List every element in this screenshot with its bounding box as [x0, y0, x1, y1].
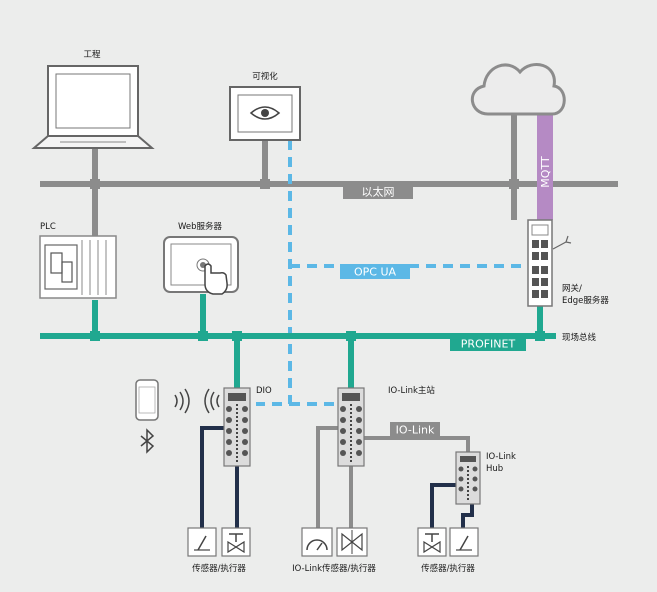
plc-label: PLC [40, 222, 56, 232]
smartphone-icon [135, 379, 159, 421]
hand-pointer-icon [204, 263, 228, 295]
laptop-icon [31, 65, 155, 149]
sensor-switch-icon-2 [449, 527, 479, 557]
sensor-actuator-label-2: 传感器/执行器 [421, 563, 475, 574]
wireless-signal-icon [174, 388, 220, 414]
cloud-icon [471, 63, 566, 116]
visualization-label: 可视化 [252, 71, 278, 82]
engineering-label: 工程 [83, 50, 101, 60]
valve-actuator-icon-2 [336, 527, 368, 557]
dio-sensor-cable [200, 426, 224, 528]
profinet-bus-tag [450, 336, 526, 351]
valve-actuator-icon-3 [417, 527, 447, 557]
dio-module [223, 387, 251, 467]
iolink-sensor-actuator-label: IO-Link传感器/执行器 [292, 563, 376, 574]
sensor-switch-icon-1 [187, 527, 217, 557]
mqtt-band [537, 114, 553, 220]
hub-sensor-cable [461, 503, 474, 528]
dio-label: DIO [256, 386, 272, 396]
plc-icon [39, 235, 117, 299]
iolink-master-cable-left [316, 426, 340, 528]
iolink-bus-tag [390, 422, 440, 437]
gateway-device-icon [527, 219, 553, 307]
ethernet-bus-tag [343, 184, 413, 199]
iolink-master-label: IO-Link主站 [388, 385, 435, 396]
antenna-icon [552, 235, 572, 250]
ethernet-junctions [90, 179, 519, 189]
visualization-monitor-icon [229, 86, 301, 141]
mqtt-label: MQTT [539, 156, 552, 188]
iolink-hub-label-line2: Hub [486, 464, 503, 474]
gauge-sensor-icon [301, 527, 333, 557]
iolink-hub-label-line1: IO-Link [486, 452, 516, 462]
web-server-label: Web服务器 [178, 221, 223, 232]
bluetooth-icon [140, 428, 155, 454]
iolink-master-module [337, 387, 365, 467]
profinet-junctions [90, 331, 545, 341]
gateway-label-line1: 网关/ [562, 283, 582, 294]
fieldbus-label: 现场总线 [562, 332, 597, 343]
iolink-hub-module [455, 451, 481, 505]
iolink-bus-label: IO-Link [396, 424, 435, 437]
ethernet-bus-label: 以太网 [362, 186, 395, 199]
gateway-label-line2: Edge服务器 [562, 295, 609, 306]
hub-actuator-cable [430, 483, 458, 528]
valve-actuator-icon-1 [221, 527, 251, 557]
opcua-bus-tag [340, 264, 410, 279]
profinet-bus-label: PROFINET [461, 338, 516, 351]
opcua-bus-label: OPC UA [354, 266, 397, 279]
sensor-actuator-label-1: 传感器/执行器 [192, 563, 246, 574]
iolink-hub-cable [362, 436, 470, 452]
